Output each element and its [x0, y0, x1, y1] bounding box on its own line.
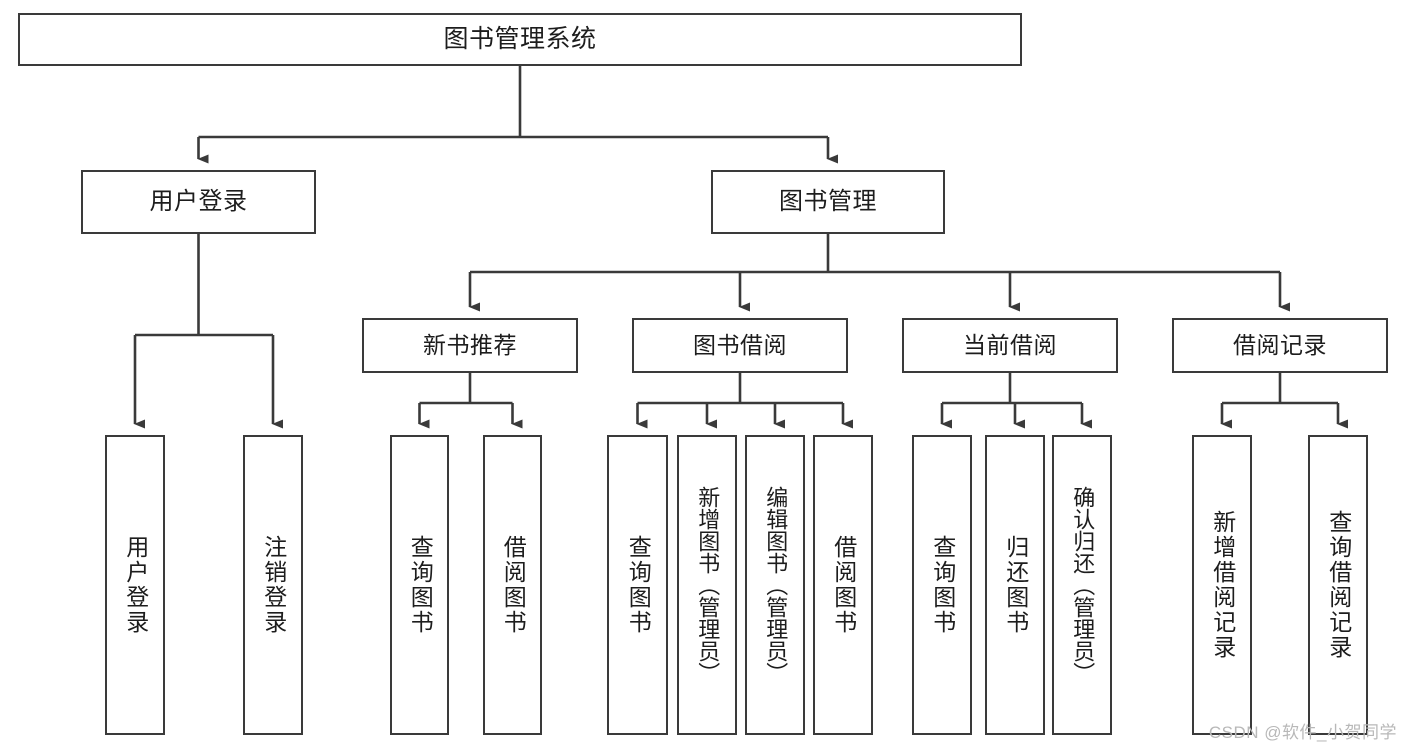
node-label: 确认归还（管理员）	[1070, 486, 1096, 684]
node-label: 图书管理系统	[443, 24, 597, 53]
node-record[interactable]: 借阅记录	[1172, 318, 1388, 373]
node-leaf2[interactable]: 注销登录	[243, 435, 303, 735]
node-label: 查询图书	[625, 535, 652, 635]
node-label: 注销登录	[260, 535, 287, 635]
node-leaf3[interactable]: 查询图书	[390, 435, 449, 735]
node-label: 图书借阅	[693, 331, 787, 358]
node-current[interactable]: 当前借阅	[902, 318, 1118, 373]
node-leaf4[interactable]: 借阅图书	[483, 435, 542, 735]
node-leaf8[interactable]: 借阅图书	[813, 435, 873, 735]
node-label: 图书管理	[779, 187, 877, 215]
node-label: 借阅记录	[1233, 331, 1327, 358]
node-label: 归还图书	[1002, 535, 1029, 635]
node-label: 借阅图书	[830, 535, 857, 635]
node-label: 新增借阅记录	[1209, 510, 1236, 660]
node-label: 查询借阅记录	[1325, 510, 1352, 660]
node-login[interactable]: 用户登录	[81, 170, 316, 234]
node-label: 编辑图书（管理员）	[763, 486, 789, 684]
node-label: 查询图书	[929, 535, 956, 635]
watermark-label: CSDN @软件_小贺同学	[1208, 723, 1397, 742]
node-leaf7[interactable]: 编辑图书（管理员）	[745, 435, 805, 735]
node-leaf5[interactable]: 查询图书	[607, 435, 668, 735]
node-leaf9[interactable]: 查询图书	[912, 435, 972, 735]
node-newbook[interactable]: 新书推荐	[362, 318, 578, 373]
node-leaf1[interactable]: 用户登录	[105, 435, 165, 735]
node-label: 用户登录	[122, 535, 149, 635]
node-label: 当前借阅	[963, 331, 1057, 358]
node-label: 查询图书	[407, 535, 434, 635]
node-label: 用户登录	[149, 187, 248, 215]
node-leaf11[interactable]: 确认归还（管理员）	[1052, 435, 1112, 735]
node-label: 新书推荐	[423, 331, 517, 358]
node-bookmgmt[interactable]: 图书管理	[711, 170, 945, 234]
node-leaf6[interactable]: 新增图书（管理员）	[677, 435, 737, 735]
node-root[interactable]: 图书管理系统	[18, 13, 1022, 66]
node-borrow[interactable]: 图书借阅	[632, 318, 848, 373]
node-label: 借阅图书	[500, 535, 527, 635]
node-leaf10[interactable]: 归还图书	[985, 435, 1045, 735]
node-label: 新增图书（管理员）	[695, 486, 721, 684]
node-leaf12[interactable]: 新增借阅记录	[1192, 435, 1252, 735]
node-leaf13[interactable]: 查询借阅记录	[1308, 435, 1368, 735]
